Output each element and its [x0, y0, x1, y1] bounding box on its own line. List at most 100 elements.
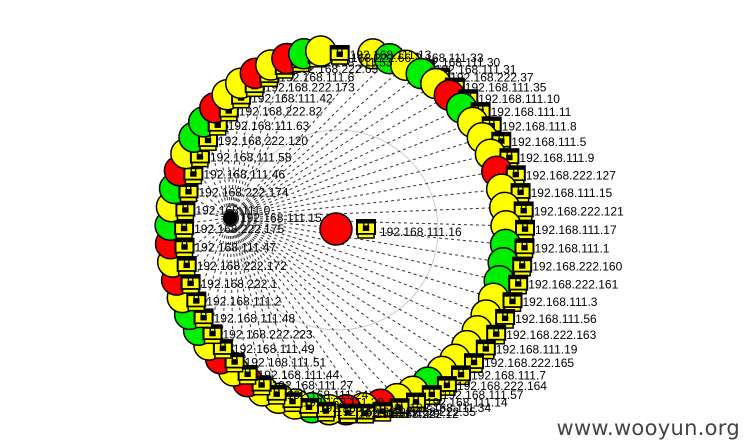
node-label: 192.168.111.6: [279, 70, 354, 84]
hub-node[interactable]: 192.168.111.16: [319, 212, 462, 246]
node-label: 192.168.222.174: [199, 186, 289, 200]
node-label: 192.168.222.127: [526, 168, 616, 182]
node-label: 192.168.111.11: [491, 105, 572, 119]
node-label: 192.168.111.57: [442, 388, 524, 402]
node-label: 192.168.111.29: [358, 407, 440, 421]
network-node[interactable]: 192.168.111.10: [433, 79, 560, 111]
node-label: 192.168.222.160: [532, 260, 622, 274]
node-label: 192.168.222.12: [375, 407, 459, 421]
edge-line: [229, 217, 264, 391]
node-label: 192.168.111.30: [419, 56, 501, 70]
edge-line: [229, 217, 494, 299]
node-label: 192.168.222.121: [534, 204, 624, 218]
watermark: www.wooyun.org: [556, 416, 740, 440]
edge-line: [229, 217, 468, 347]
edge-line: [229, 83, 242, 219]
node-label: 192.168.111.0: [195, 204, 270, 218]
edge-line: [229, 217, 456, 360]
edge-line: [229, 58, 390, 219]
lock-server-icon: [508, 274, 529, 295]
node-label: 192.168.111.48: [214, 311, 296, 325]
node-label: 192.168.222.77: [336, 405, 420, 419]
node-label: 192.168.222.161: [528, 278, 618, 292]
edge-line: [229, 217, 500, 282]
node-label: 192.168.111.31: [435, 62, 517, 76]
edge-line: [229, 121, 473, 219]
lock-server-icon: [176, 256, 197, 277]
edge-line: [174, 188, 231, 219]
node-label: 192.168.111.51: [245, 356, 327, 370]
edge-line: [229, 217, 347, 411]
node-label: 192.168.222.164: [457, 379, 547, 393]
hub-label: 192.168.111.16: [380, 225, 462, 239]
edge-line: [229, 217, 504, 264]
node-label: 192.168.111.44: [258, 368, 340, 382]
node-label: 192.168.111.3: [523, 295, 598, 309]
node-label: 192.168.111.2: [206, 295, 281, 309]
lock-server-icon: [178, 182, 199, 203]
edge-line: [229, 58, 288, 219]
network-node[interactable]: 192.168.111.13: [304, 35, 432, 67]
node-label: 192.168.222.120: [218, 134, 308, 148]
node-label: 192.168.111.17: [535, 223, 617, 237]
edge-line: [229, 217, 364, 409]
edge-line: [229, 73, 422, 219]
lock-server-icon: [174, 237, 195, 258]
edge-line: [229, 217, 279, 399]
node-label: 192.168.111.58: [210, 151, 292, 165]
lock-server-icon: [502, 292, 523, 313]
center-label: 192.168.111.15: [240, 211, 322, 225]
lock-server-icon: [512, 256, 533, 277]
node-label: 192.168.111.34: [410, 401, 492, 415]
node-label: 192.168.222.37: [450, 71, 534, 85]
node-label: 192.168.111.26: [319, 401, 401, 415]
node-label: 192.168.111.10: [478, 92, 560, 106]
node-label: 192.168.111.28: [303, 395, 385, 409]
node-label: 192.168.111.14: [426, 396, 508, 410]
edge-line: [229, 64, 272, 219]
node-label: 192.168.111.7: [471, 368, 546, 382]
node-label: 192.168.111.49: [233, 342, 315, 356]
node-label: 192.168.111.1: [535, 241, 610, 255]
lock-server-icon: [514, 238, 535, 259]
edge-line: [229, 217, 398, 399]
edge-line: [229, 107, 462, 219]
lock-server-icon: [193, 308, 214, 329]
node-label: 192.168.222.82: [239, 105, 323, 119]
node-label: 192.168.222.172: [197, 259, 287, 273]
node-label: 192.168.222.175: [194, 222, 284, 236]
center-cluster: 192.168.111.15: [223, 211, 322, 225]
node-label: 192.168.222.163: [506, 328, 596, 342]
edge-line: [229, 53, 374, 219]
node-label: 192.168.222.165: [484, 356, 574, 370]
node-label: 192.168.111.5: [511, 135, 586, 149]
edge-line: [229, 83, 437, 219]
node-label: 192.168.111.9: [519, 151, 594, 165]
edge-line: [229, 217, 381, 405]
node-label: 192.168.222.1: [201, 277, 278, 291]
node-label: 192.168.111.56: [515, 312, 597, 326]
hub-status-circle[interactable]: [319, 212, 353, 246]
edge-line: [185, 153, 231, 219]
node-label: 192.168.111.47: [195, 241, 277, 255]
node-label: 192.168.111.46: [203, 168, 285, 182]
lock-server-icon: [356, 219, 376, 239]
edge-line: [229, 153, 491, 219]
node-label: 192.168.111.27: [272, 379, 354, 393]
node-label: 192.168.111.42: [251, 92, 333, 106]
edge-line: [229, 217, 443, 372]
edge-line: [229, 64, 407, 219]
node-label: 192.168.222.173: [265, 80, 355, 94]
lock-server-icon: [180, 274, 201, 295]
node-label: 192.168.222.223: [223, 327, 313, 341]
nodes-layer: 192.168.111.33192.168.111.30192.168.111.…: [154, 35, 624, 426]
edge-line: [229, 137, 483, 219]
lock-server-icon: [186, 291, 207, 312]
edge-line: [203, 121, 231, 219]
center-dot: [223, 211, 237, 225]
lock-server-icon: [175, 200, 196, 221]
node-label: 192.168.111.15: [531, 186, 613, 200]
node-label: 192.168.111.13: [350, 48, 432, 62]
edge-line: [229, 206, 505, 219]
node-label: 192.168.222.35: [393, 405, 477, 419]
